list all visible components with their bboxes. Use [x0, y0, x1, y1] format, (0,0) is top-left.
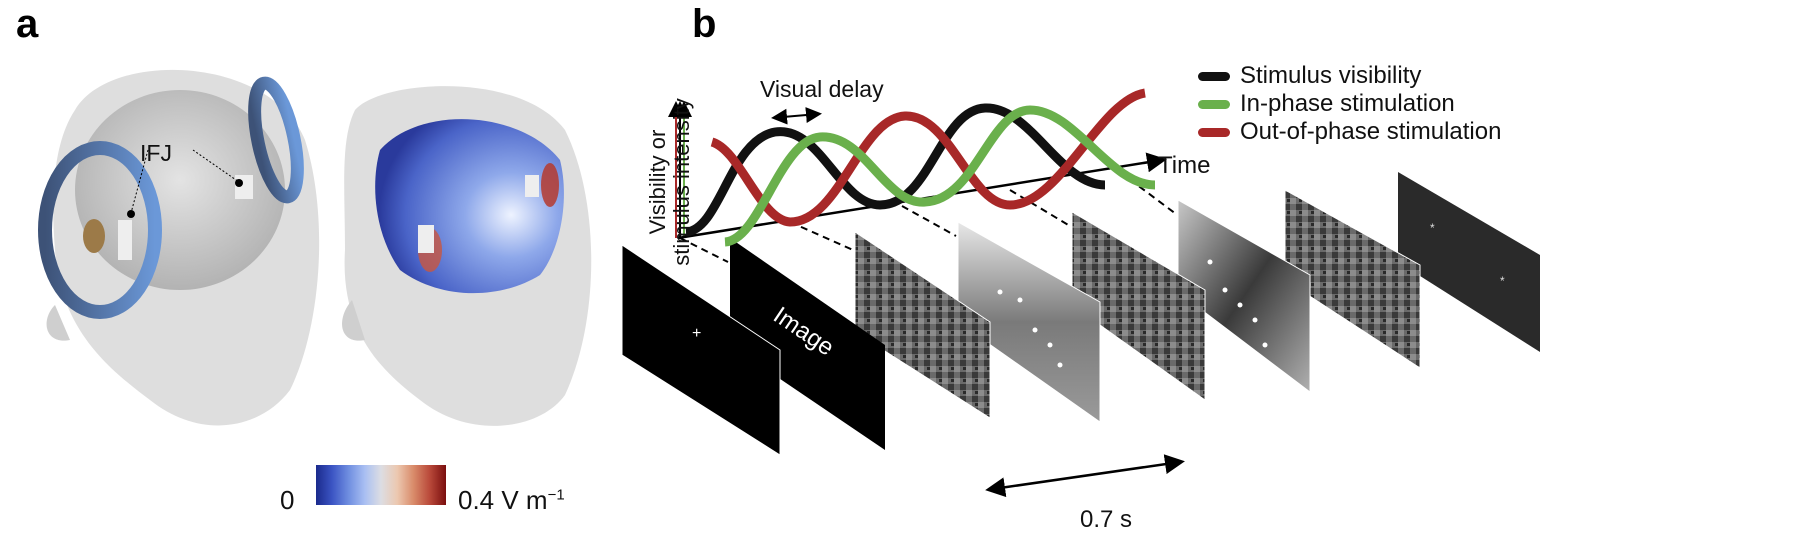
head-models-illustration: [38, 69, 592, 426]
screen-mask-1: [854, 231, 991, 419]
right-head: [342, 86, 592, 426]
legend-item-out-of-phase: Out-of-phase stimulation: [1198, 118, 1501, 146]
legend-label: Out-of-phase stimulation: [1240, 118, 1502, 145]
y-axis-label-line1: Visibility or: [645, 129, 670, 235]
screen-mask-2: [1071, 211, 1206, 401]
legend: Stimulus visibility In-phase stimulation…: [1198, 62, 1501, 146]
y-axis-label-line2: stimulus intensity: [669, 98, 694, 266]
legend-label: In-phase stimulation: [1240, 90, 1455, 117]
y-axis-label: Visibility or stimulus intensity: [645, 82, 694, 282]
target-marker: [118, 220, 132, 260]
left-head: [38, 69, 320, 426]
stimulus-visibility-curve: [685, 103, 1106, 237]
duration-label: 0.7 s: [1080, 506, 1133, 533]
time-axis-label: Time: [1158, 152, 1211, 179]
panel-a-letter: a: [16, 2, 39, 46]
screen-mask-3: [1284, 189, 1421, 369]
panel-b-letter: b: [692, 2, 717, 46]
legend-swatch-red: [1198, 127, 1230, 137]
legend-swatch-black: [1198, 71, 1230, 81]
colorbar-min-label: 0: [280, 485, 295, 515]
fixation-cross: +: [692, 325, 702, 342]
screen-image-cue: [730, 238, 885, 450]
legend-item-stimulus-visibility: Stimulus visibility: [1198, 62, 1501, 90]
screen-image-office: [1177, 199, 1311, 394]
screen-guide-lines: [679, 171, 1177, 263]
coil-ring-left: [38, 141, 162, 319]
legend-item-in-phase: In-phase stimulation: [1198, 90, 1501, 118]
coil-ring-right: [248, 76, 304, 204]
colorbar-max-value: 0.4 V m: [458, 485, 548, 515]
legend-swatch-green: [1198, 99, 1230, 109]
svg-text:*: *: [1500, 274, 1505, 288]
colorbar-max-label: 0.4 V m−1: [458, 485, 565, 516]
duration-arrow: [985, 454, 1185, 498]
legend-label: Stimulus visibility: [1240, 62, 1422, 89]
svg-text:*: *: [1430, 221, 1435, 235]
colorbar-unit-exponent: −1: [547, 486, 565, 504]
screen-fixation-end: [1398, 172, 1540, 352]
colorbar: [316, 465, 446, 505]
visual-delay-label: Visual delay: [760, 76, 884, 102]
visual-delay-arrow: [771, 107, 822, 125]
in-phase-curve: [723, 105, 1156, 247]
ifj-label: IFJ: [140, 140, 172, 166]
out-of-phase-curve: [710, 88, 1147, 227]
screen-image-street: [957, 221, 1101, 423]
electrode-left: [83, 219, 105, 253]
screen-fixation-start: [621, 244, 781, 456]
